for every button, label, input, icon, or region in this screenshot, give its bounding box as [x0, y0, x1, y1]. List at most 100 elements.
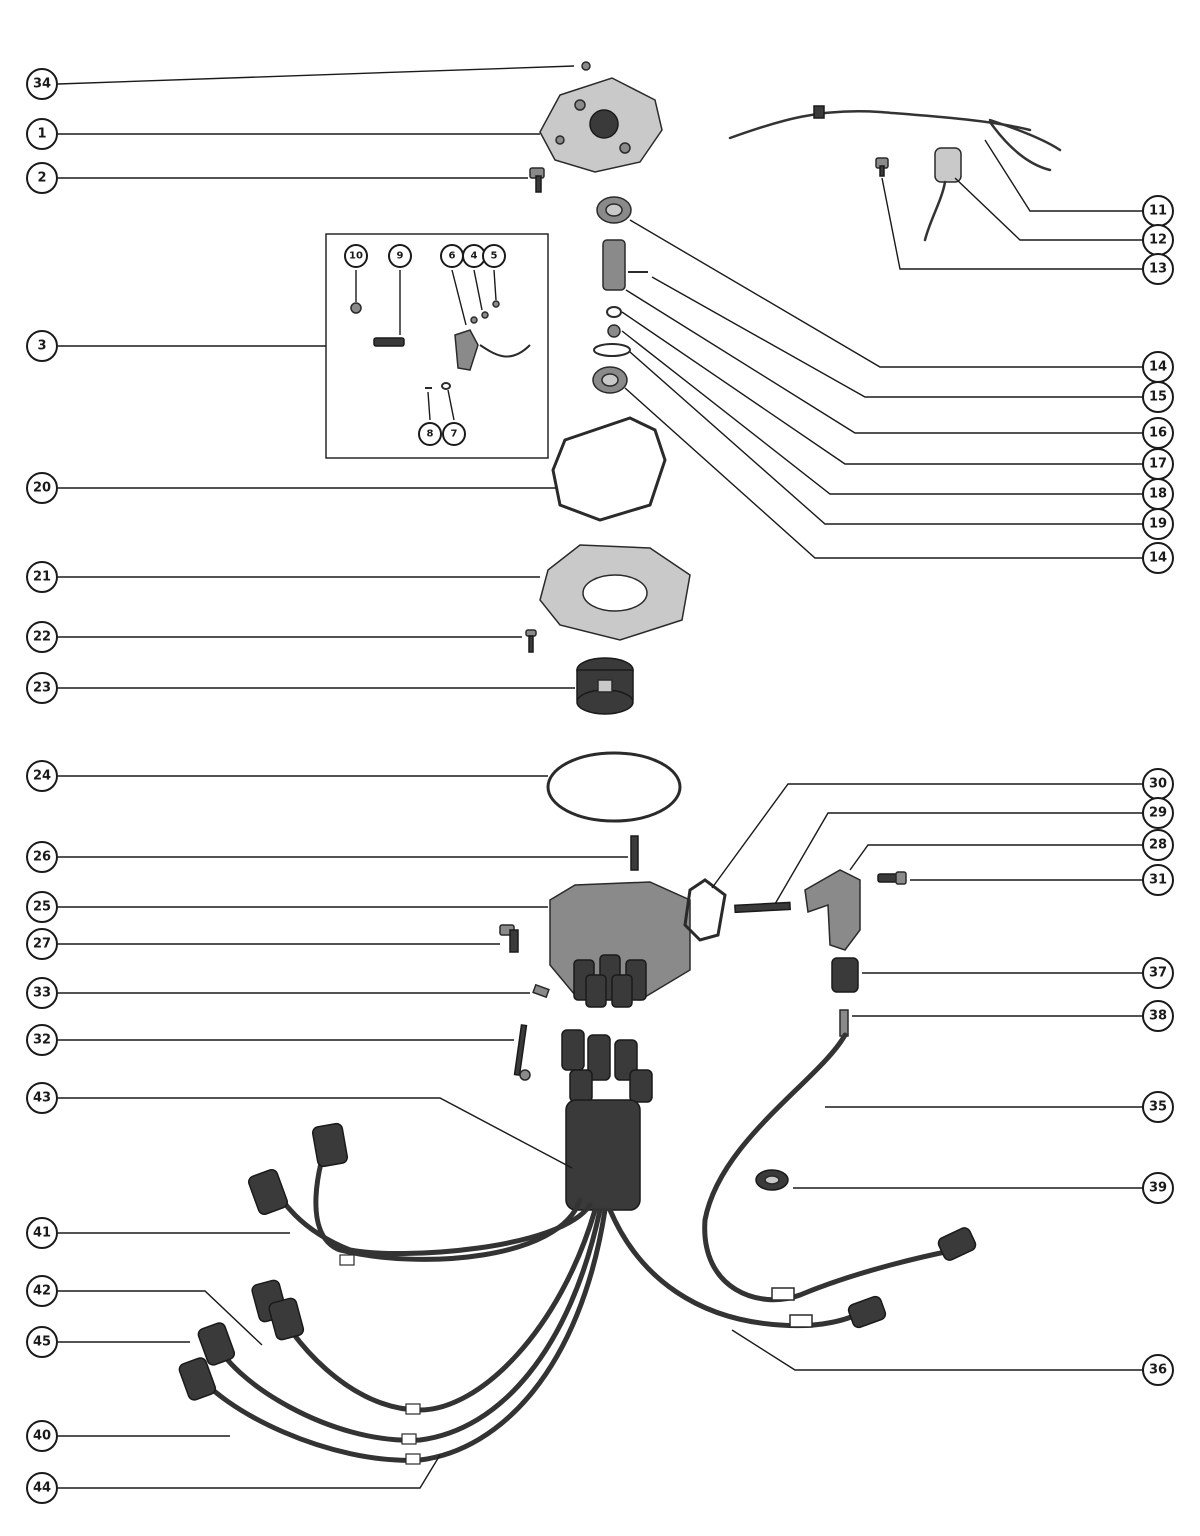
part-11-lead-wire [728, 105, 1062, 172]
callout-number: 26 [33, 850, 51, 865]
callout-circle [1142, 542, 1174, 574]
callout-number: 28 [1149, 838, 1167, 853]
callout-number: 35 [1149, 1100, 1167, 1115]
callout-circle [26, 68, 58, 100]
callout-circle [26, 621, 58, 653]
callout-circle [26, 330, 58, 362]
callout-13: 13 [1142, 253, 1174, 285]
part-27-screw [499, 924, 519, 953]
callout-10: 10 [344, 244, 368, 268]
callout-number: 15 [1149, 390, 1167, 405]
part-17-o-ring [606, 306, 622, 318]
callout-35: 35 [1142, 1091, 1174, 1123]
leader-lines [57, 65, 1144, 1489]
callout-circle [1142, 253, 1174, 285]
callout-circle [1142, 797, 1174, 829]
callout-circle [26, 1082, 58, 1114]
callout-number: 5 [491, 251, 498, 262]
callout-number: 10 [349, 251, 363, 262]
callout-number: 8 [427, 429, 434, 440]
callout-40: 40 [26, 1420, 58, 1452]
callout-number: 29 [1149, 806, 1167, 821]
part-23-rotor [576, 657, 634, 715]
callout-circle [1142, 864, 1174, 896]
callout-number: 24 [33, 769, 51, 784]
part-14-bearing-lower [592, 366, 628, 394]
callout-number: 43 [33, 1091, 51, 1106]
callout-25: 25 [26, 891, 58, 923]
callout-1: 1 [26, 118, 58, 150]
callout-circle [26, 928, 58, 960]
callout-number: 9 [397, 251, 404, 262]
callout-number: 12 [1149, 233, 1167, 248]
callout-circle [1142, 1000, 1174, 1032]
callout-number: 37 [1149, 966, 1167, 981]
part-12-condenser [923, 147, 962, 242]
callout-14b: 14 [1142, 542, 1174, 574]
callout-36: 36 [1142, 1354, 1174, 1386]
callout-number: 16 [1149, 426, 1167, 441]
part-28-coil-terminal [804, 869, 861, 951]
callout-circle [26, 977, 58, 1009]
callout-number: 31 [1149, 873, 1167, 888]
part-31-screw [877, 871, 907, 885]
callout-circle [26, 891, 58, 923]
callout-26: 26 [26, 841, 58, 873]
callout-16: 16 [1142, 417, 1174, 449]
callout-circle [26, 162, 58, 194]
callout-circle [26, 1472, 58, 1504]
callout-22: 22 [26, 621, 58, 653]
callout-number: 20 [33, 481, 51, 496]
callout-20: 20 [26, 472, 58, 504]
part-19-thin-gasket [593, 343, 631, 357]
callout-number: 27 [33, 937, 51, 952]
callout-number: 21 [33, 570, 51, 585]
callout-number: 34 [33, 77, 51, 92]
part-18-nut [607, 324, 621, 338]
callout-circle [26, 472, 58, 504]
callout-number: 7 [451, 429, 458, 440]
callout-30: 30 [1142, 768, 1174, 800]
callout-21: 21 [26, 561, 58, 593]
parts-illustration [178, 61, 1062, 1465]
callout-28: 28 [1142, 829, 1174, 861]
part-13-screw [875, 157, 889, 177]
callout-number: 25 [33, 900, 51, 915]
part-35-coil-wire [702, 1032, 977, 1303]
callout-circle [1142, 508, 1174, 540]
callout-circle [1142, 1354, 1174, 1386]
callout-11: 11 [1142, 195, 1174, 227]
harness-boots [561, 1029, 653, 1211]
callout-6: 6 [440, 244, 464, 268]
callout-number: 1 [37, 127, 46, 142]
part-32-screw [513, 1024, 531, 1081]
callout-circle [26, 841, 58, 873]
callout-circle [26, 672, 58, 704]
callout-number: 17 [1149, 457, 1167, 472]
callout-number: 14 [1149, 551, 1167, 566]
callout-32: 32 [26, 1024, 58, 1056]
callout-5: 5 [482, 244, 506, 268]
callout-number: 44 [33, 1481, 51, 1496]
callout-37: 37 [1142, 957, 1174, 989]
callout-45: 45 [26, 1326, 58, 1358]
callout-number: 42 [33, 1284, 51, 1299]
callout-circle [26, 760, 58, 792]
callout-39: 39 [1142, 1172, 1174, 1204]
part-20-gasket [551, 416, 667, 522]
callout-19: 19 [1142, 508, 1174, 540]
callout-24: 24 [26, 760, 58, 792]
callout-number: 6 [449, 251, 456, 262]
callout-circle [344, 244, 368, 268]
callout-number: 4 [471, 251, 478, 262]
callout-17: 17 [1142, 448, 1174, 480]
callout-29: 29 [1142, 797, 1174, 829]
callout-circle [388, 244, 412, 268]
callout-14a: 14 [1142, 351, 1174, 383]
callout-31: 31 [1142, 864, 1174, 896]
part-15-shaft [602, 239, 648, 291]
part-30-gasket [683, 878, 727, 942]
callout-33: 33 [26, 977, 58, 1009]
callout-41: 41 [26, 1217, 58, 1249]
callout-circle [26, 1275, 58, 1307]
